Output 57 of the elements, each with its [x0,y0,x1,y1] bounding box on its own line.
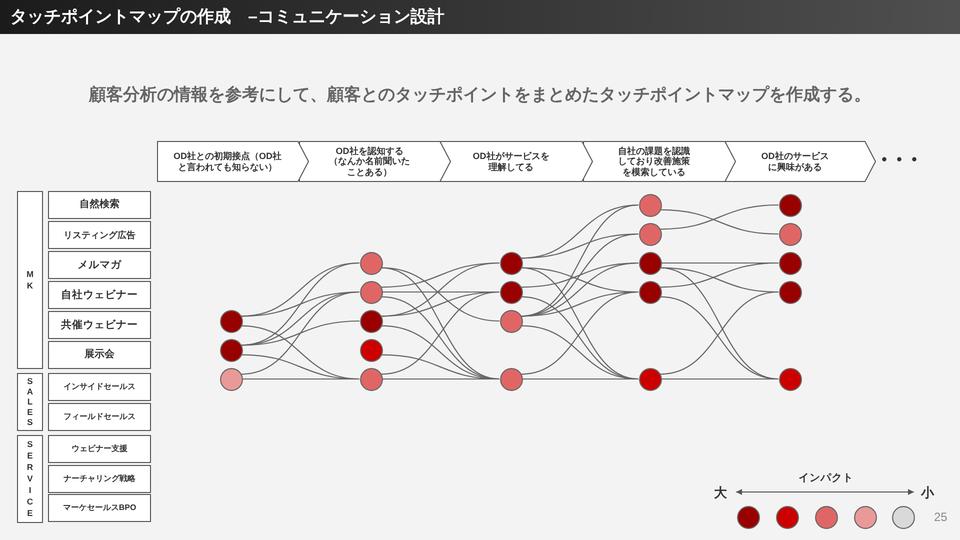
chevron-step: 自社の課題を認識しており改善施策を模索している [583,141,736,182]
subtitle: 顧客分析の情報を参考にして、顧客とのタッチポイントをまとめたタッチポイントマップを作成する。 [89,85,871,105]
chevron-step: OD社がサービスを理解してる [440,141,593,182]
circle-node [500,310,522,332]
circle-node [220,310,242,332]
connector [660,204,779,230]
connector [241,291,360,375]
connector [522,378,638,380]
circle-node [778,252,802,274]
circle-node [638,222,662,246]
category-box: リスティング広告 [48,221,151,249]
connector [660,209,779,235]
circle-node [220,368,242,390]
circle-node [778,194,802,216]
connector [242,378,360,380]
circle-node [778,368,802,390]
category-box: フィールドセールス [48,403,151,431]
circle-node [500,280,522,304]
circle-node [638,368,662,390]
group-box: SALES [17,373,43,431]
category-box: ウェビナー支援 [48,435,151,463]
circle-node [360,338,382,362]
circle-node [778,280,802,304]
group-box: MK [17,191,43,369]
circle-node [638,194,662,216]
title: タッチポイントマップの作成 –コミュニケーション設計 [10,7,444,27]
circle-node [638,252,662,274]
category-box: 共催ウェビナー [48,311,151,339]
category-box: メルマガ [48,251,151,279]
circle-node [638,280,662,304]
circle-node [500,368,522,390]
chevron-step: OD社のサービスに興味がある [725,141,876,182]
scale-end-label: 大 [714,485,727,501]
circle-node [360,252,382,274]
category-box: マーケセールスBPO [48,494,151,522]
connector [382,378,500,380]
connector [662,378,778,380]
ellipsis: ・・・ [873,149,918,171]
category-box: ナーチャリング戦略 [48,465,151,493]
circle-node [220,338,242,362]
circle-node [360,368,382,390]
category-box: 展示会 [48,341,151,369]
circle-node [500,252,522,274]
scale-end-label: 小 [921,485,934,501]
chevron-step: OD社を認知する（なんか名前聞いたことある） [299,141,451,182]
connector [241,320,360,346]
scale-label: インパクト [798,471,854,485]
circle-node [360,280,382,304]
group-box: SERVICE [17,435,43,523]
chevron-step: OD社との初期接点（OD社と言われても知らない） [157,141,309,182]
connector [660,262,779,288]
category-box: インサイドセールス [48,373,151,401]
category-box: 自然検索 [48,191,151,219]
circle-node [778,222,802,246]
category-box: 自社ウェビナー [48,281,151,309]
circle-node [360,310,382,332]
page-number: 25 [934,510,948,524]
